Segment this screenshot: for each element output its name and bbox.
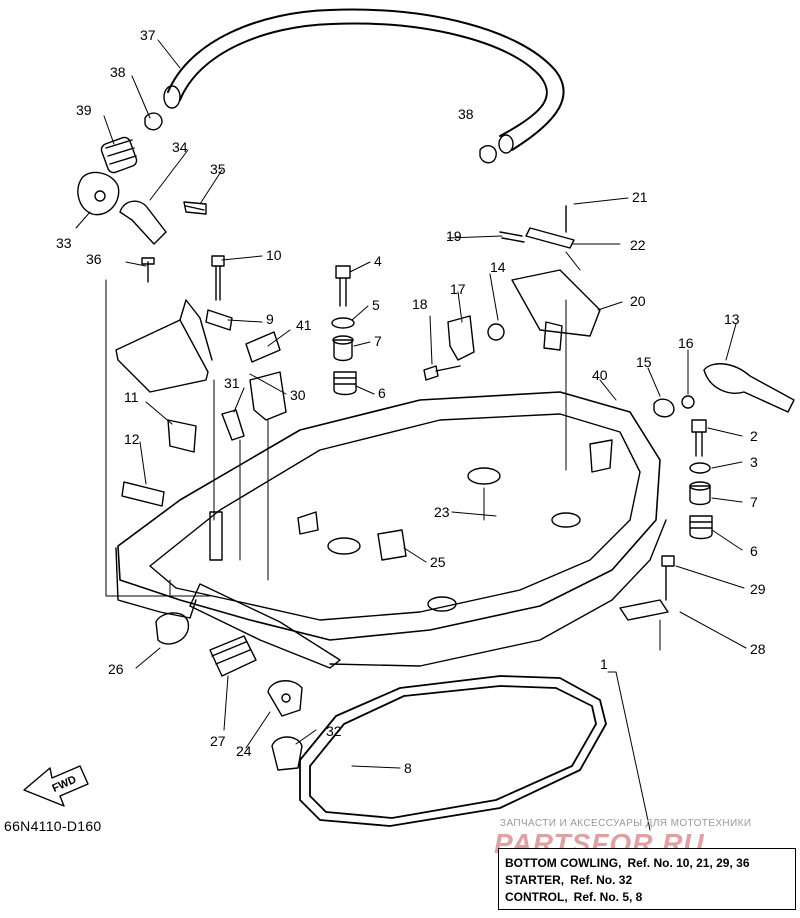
callout-number: 4 bbox=[374, 253, 382, 269]
starter-bracket-parts bbox=[77, 136, 167, 245]
callout-number: 29 bbox=[750, 581, 766, 597]
reference-part-name: STARTER, bbox=[505, 873, 565, 887]
callout-number: 7 bbox=[374, 333, 382, 349]
lower-parts bbox=[155, 555, 675, 771]
callout-number: 33 bbox=[56, 235, 72, 251]
callout-number: 18 bbox=[412, 296, 428, 312]
washer-bushing-parts bbox=[331, 317, 713, 540]
callout-number: 9 bbox=[266, 311, 274, 327]
callout-number: 15 bbox=[636, 354, 652, 370]
callout-number: 32 bbox=[326, 723, 342, 739]
callout-number: 35 bbox=[210, 161, 226, 177]
callout-number: 13 bbox=[724, 311, 740, 327]
clamp-part-38 bbox=[144, 112, 497, 164]
callout-number: 34 bbox=[172, 139, 188, 155]
screw-parts bbox=[141, 201, 351, 307]
callout-number: 19 bbox=[446, 228, 462, 244]
callout-number: 26 bbox=[108, 661, 124, 677]
leader-lines bbox=[75, 39, 747, 831]
callout-number: 39 bbox=[76, 102, 92, 118]
diagram-code: 66N4110-D160 bbox=[4, 818, 102, 834]
callout-number: 23 bbox=[434, 504, 450, 520]
callout-number: 27 bbox=[210, 733, 226, 749]
watermark-tagline: ЗАПЧАСТИ И АКСЕССУАРЫ ДЛЯ МОТОТЕХНИКИ bbox=[500, 818, 752, 829]
reference-part-name: CONTROL, bbox=[505, 890, 568, 904]
callout-number: 6 bbox=[378, 385, 386, 401]
reference-line: STARTER, Ref. No. 32 bbox=[505, 872, 795, 889]
reference-box: BOTTOM COWLING, Ref. No. 10, 21, 29, 36 S… bbox=[498, 848, 796, 910]
hose-part-37 bbox=[163, 8, 565, 154]
callout-number: 2 bbox=[750, 428, 758, 444]
reference-numbers: Ref. No. 32 bbox=[570, 873, 633, 887]
callout-number: 21 bbox=[632, 189, 648, 205]
left-bracket-parts bbox=[115, 299, 287, 507]
callout-number: 30 bbox=[290, 387, 306, 403]
control-lever-parts bbox=[423, 205, 795, 418]
callout-number: 1 bbox=[600, 656, 608, 672]
callout-number: 28 bbox=[750, 641, 766, 657]
forward-arrow-icon: FWD bbox=[23, 765, 89, 807]
gasket-part-8 bbox=[299, 675, 607, 827]
callout-number: 12 bbox=[124, 431, 140, 447]
callout-number: 17 bbox=[450, 281, 466, 297]
callout-number: 38 bbox=[458, 106, 474, 122]
reference-numbers: Ref. No. 10, 21, 29, 36 bbox=[627, 856, 750, 870]
callout-number: 8 bbox=[404, 760, 412, 776]
callout-number: 3 bbox=[750, 454, 758, 470]
callout-number: 25 bbox=[430, 554, 446, 570]
callout-number: 38 bbox=[110, 64, 126, 80]
callout-number: 10 bbox=[266, 247, 282, 263]
callout-number: 37 bbox=[140, 27, 156, 43]
bottom-cowling-part-1 bbox=[115, 391, 667, 669]
callout-number: 36 bbox=[86, 251, 102, 267]
reference-part-name: BOTTOM COWLING, bbox=[505, 856, 622, 870]
callout-number: 31 bbox=[224, 375, 240, 391]
reference-line: BOTTOM COWLING, Ref. No. 10, 21, 29, 36 bbox=[505, 855, 795, 872]
callout-number: 11 bbox=[124, 389, 139, 405]
callout-number: 14 bbox=[490, 259, 506, 275]
callout-number: 41 bbox=[296, 317, 312, 333]
callout-numbers: 37 38 39 34 35 33 36 38 21 19 22 10 4 5 … bbox=[56, 27, 766, 776]
callout-number: 24 bbox=[236, 743, 252, 759]
callout-number: 16 bbox=[678, 335, 694, 351]
reference-line: CONTROL, Ref. No. 5, 8 bbox=[505, 889, 795, 906]
callout-number: 40 bbox=[592, 367, 608, 383]
reference-numbers: Ref. No. 5, 8 bbox=[573, 890, 643, 904]
callout-number: 6 bbox=[750, 543, 758, 559]
callout-number: 5 bbox=[372, 297, 380, 313]
callout-number: 22 bbox=[630, 237, 646, 253]
callout-number: 7 bbox=[750, 494, 758, 510]
callout-number: 20 bbox=[630, 293, 646, 309]
